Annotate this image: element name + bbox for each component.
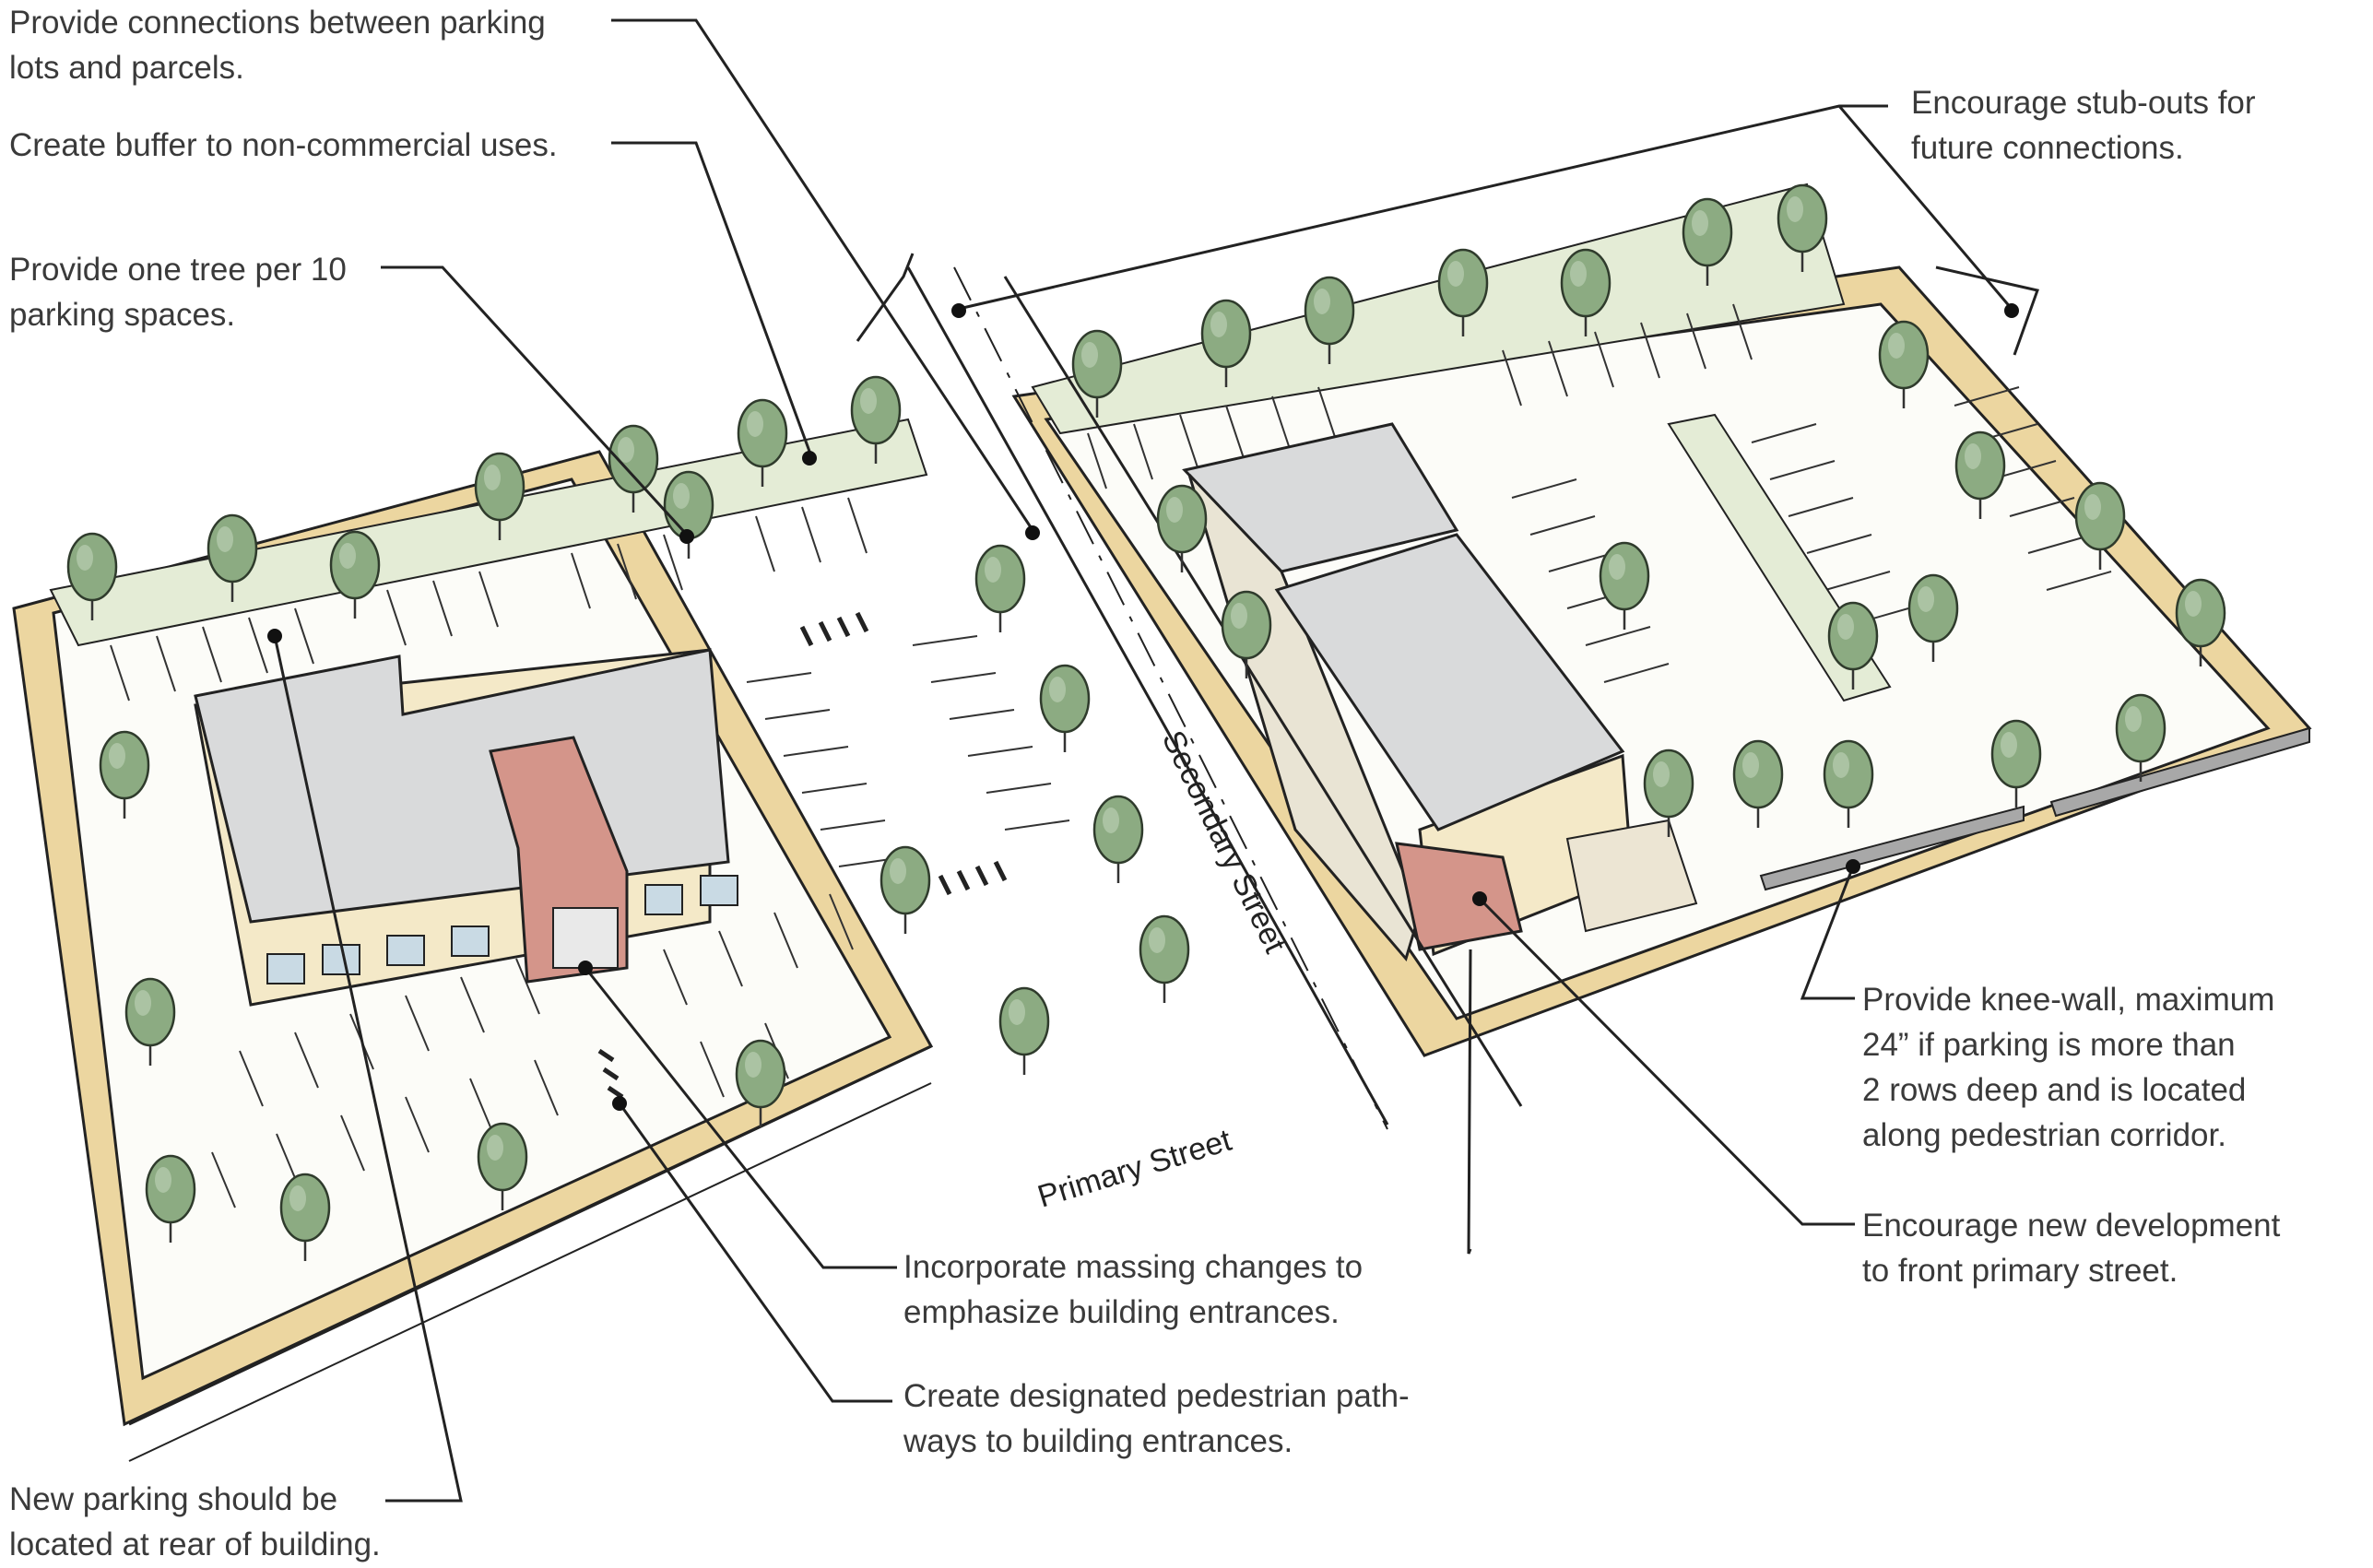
- callout-buffer: Create buffer to non-commercial uses.: [9, 123, 558, 168]
- callout-rear: New parking should be located at rear of…: [9, 1477, 381, 1567]
- left-building-entry-door: [553, 908, 618, 968]
- leader-dot: [612, 1096, 627, 1111]
- leader-dot: [951, 303, 966, 318]
- callout-line: Incorporate massing changes to: [903, 1244, 1363, 1290]
- callout-line: lots and parcels.: [9, 45, 546, 90]
- leader-dot: [1472, 891, 1487, 906]
- tree: [1140, 916, 1188, 1003]
- leader-buffer: [611, 143, 811, 456]
- north-stub-out-west: [857, 253, 913, 341]
- callout-line: to front primary street.: [1862, 1248, 2280, 1293]
- callout-line: 24” if parking is more than: [1862, 1022, 2274, 1067]
- callout-line: New parking should be: [9, 1477, 381, 1522]
- callout-front: Encourage new development to front prima…: [1862, 1203, 2280, 1293]
- callout-line: Encourage new development: [1862, 1203, 2280, 1248]
- leader-dot: [578, 961, 593, 975]
- tree: [1000, 988, 1048, 1075]
- callout-connections: Provide connections between parking lots…: [9, 0, 546, 90]
- callout-line: Provide one tree per 10: [9, 247, 347, 292]
- callout-line: along pedestrian corridor.: [1862, 1113, 2274, 1158]
- leader-dot: [1846, 859, 1860, 874]
- leader-dot: [2004, 303, 2019, 318]
- callout-trees: Provide one tree per 10 parking spaces.: [9, 247, 347, 337]
- primary-street-label: Primary Street: [1033, 1123, 1235, 1215]
- callout-kneewall: Provide knee-wall, maximum 24” if parkin…: [1862, 977, 2274, 1158]
- callout-line: located at rear of building.: [9, 1522, 381, 1567]
- tree: [881, 847, 929, 934]
- callout-pathways: Create designated pedestrian path- ways …: [903, 1373, 1410, 1464]
- callout-line: future connections.: [1911, 125, 2256, 171]
- callout-line: 2 rows deep and is located: [1862, 1067, 2274, 1113]
- leader-dot: [267, 629, 282, 643]
- tree: [1041, 666, 1089, 752]
- callout-line: ways to building entrances.: [903, 1419, 1410, 1464]
- leader-dot: [679, 529, 694, 544]
- leader-dot: [1025, 525, 1040, 540]
- callout-massing: Incorporate massing changes to emphasize…: [903, 1244, 1363, 1335]
- callout-line: Create designated pedestrian path-: [903, 1373, 1410, 1419]
- tree: [976, 546, 1024, 632]
- tree: [665, 472, 713, 559]
- tree: [1094, 796, 1142, 883]
- callout-line: Encourage stub-outs for: [1911, 80, 2256, 125]
- callout-line: emphasize building entrances.: [903, 1290, 1363, 1335]
- callout-line: Provide connections between parking: [9, 0, 546, 45]
- callout-line: Provide knee-wall, maximum: [1862, 977, 2274, 1022]
- callout-line: Create buffer to non-commercial uses.: [9, 123, 558, 168]
- callout-stubouts: Encourage stub-outs for future connectio…: [1911, 80, 2256, 171]
- callout-line: parking spaces.: [9, 292, 347, 337]
- leader-dot: [802, 451, 817, 466]
